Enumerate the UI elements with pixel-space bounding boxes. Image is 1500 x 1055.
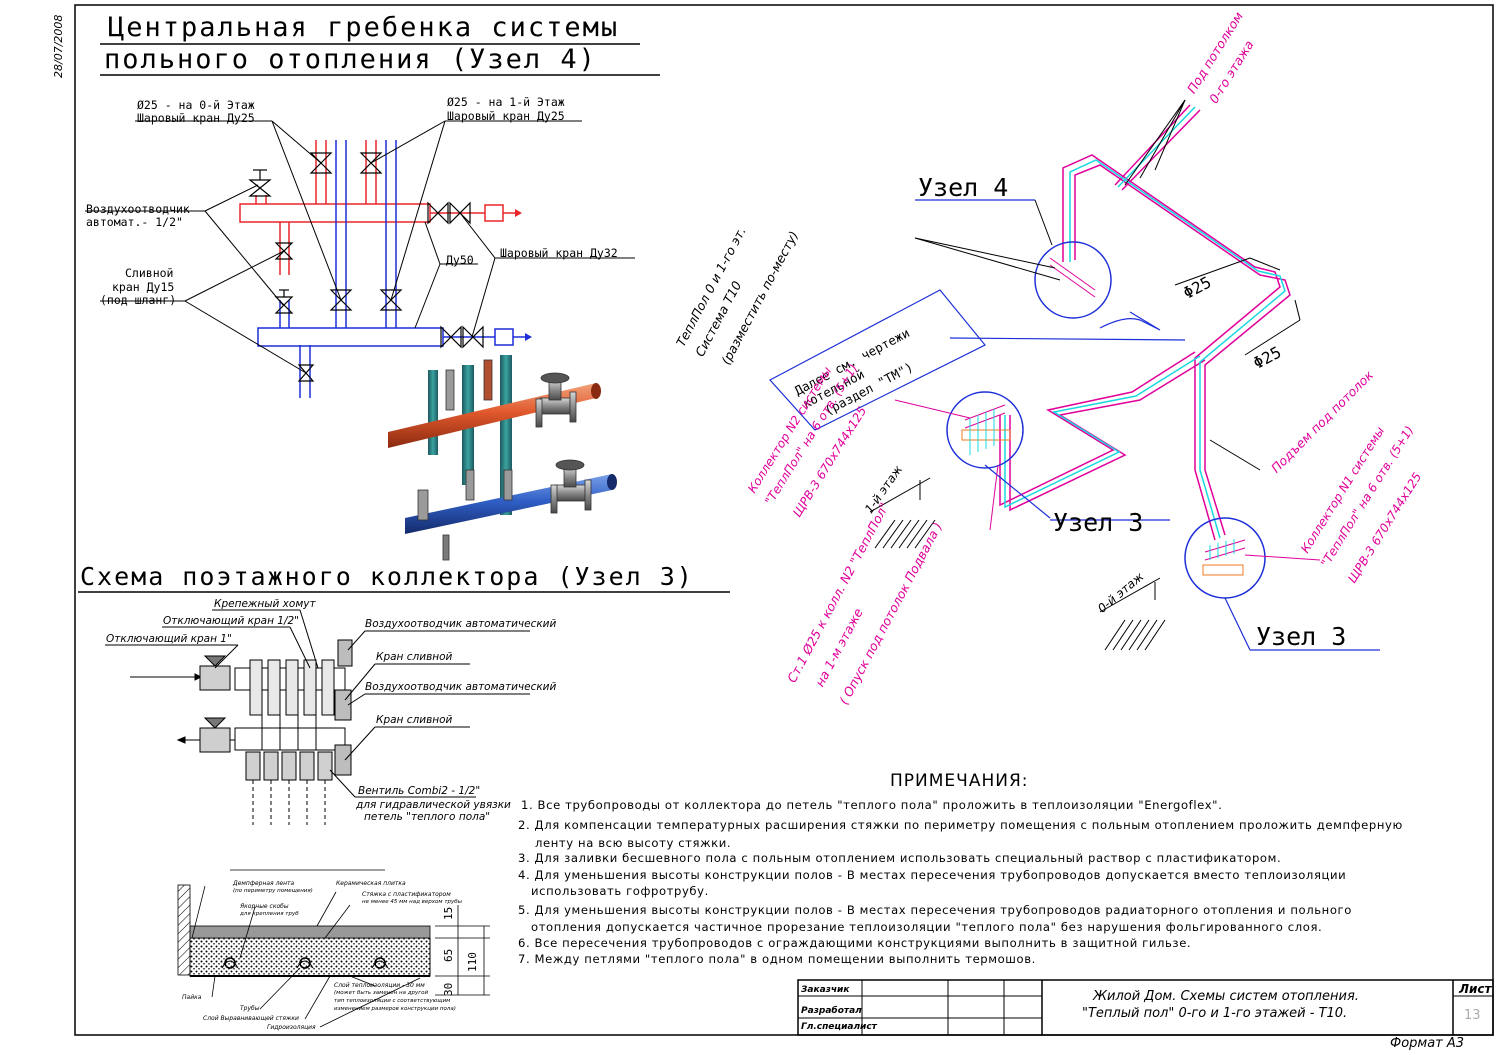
main-title-line1: Центральная гребенка системы [108, 12, 620, 43]
manifold-3d-render [388, 355, 617, 561]
label-pipes: Трубы [240, 1005, 260, 1012]
tb-developer: Разработал [801, 1006, 862, 1016]
label-du50: Ду50 [446, 253, 474, 267]
collector-scheme [105, 609, 530, 825]
label-damper: Демпферная лента [233, 880, 295, 887]
tb-format: Формат А3 [1390, 1036, 1465, 1051]
note-4a: 4. Для уменьшения высоты конструкции пол… [518, 868, 1347, 882]
label-ball-valve-25-a: Шаровый кран Ду25 [137, 111, 255, 125]
label-d25-floor0: Ø25 - на 0-й Этаж [137, 98, 255, 112]
note-7: 7. Между петлями "теплого пола" в одном … [518, 952, 1036, 966]
tb-title-line1: Жилой Дом. Схемы систем отопления. [1093, 989, 1359, 1004]
label-level: Слой Выравнивающей стяжки [203, 1015, 299, 1022]
note-3: 3. Для заливки бесшевного пола с польным… [518, 851, 1282, 865]
floor-section [177, 869, 490, 1028]
label-insul-sub2: тип теплоизоляции с соответствующим [334, 998, 451, 1004]
dim-65: 65 [442, 948, 455, 962]
note-6: 6. Все пересечения трубопроводов с ограж… [518, 936, 1192, 950]
tb-sheet-label: Лист [1459, 982, 1492, 996]
isometric-scheme [769, 99, 1380, 651]
label-screed: Стяжка с пластификатором [362, 891, 451, 898]
note-1: 1. Все трубопроводы от коллектора до пет… [521, 798, 1223, 812]
notes-heading: ПРИМЕЧАНИЯ: [890, 771, 1029, 791]
tb-sheet-number: 13 [1464, 1008, 1481, 1023]
note-4b: использовать гофротрубу. [531, 884, 709, 898]
node3a-label: Узел 3 [1053, 508, 1144, 537]
label-hydro: Гидроизоляция [267, 1024, 316, 1031]
label-foil: Пайка [182, 994, 202, 1001]
drawing-date: 28/07/2008 [52, 14, 65, 78]
label-ball-valve-32: Шаровый кран Ду32 [500, 246, 618, 260]
note-2b: ленту на всю высоту стяжки. [535, 836, 732, 850]
label-air-vent-2: автомат.- 1/2" [86, 215, 183, 229]
tb-chief: Гл.специалист [801, 1022, 877, 1032]
label-ball-valve-25-b: Шаровый кран Ду25 [447, 109, 565, 123]
dim-30: 30 [442, 982, 455, 996]
label-clamp: Крепежный хомут [214, 598, 316, 610]
tb-customer: Заказчик [801, 985, 850, 995]
node3b-label: Узел 3 [1256, 622, 1347, 651]
collector-title: Схема поэтажного коллектора (Узел 3) [80, 562, 694, 591]
manifold-schematic [85, 120, 635, 398]
label-insul-sub3: изменением размеров конструкции пола) [334, 1006, 456, 1012]
label-combi-3: петель "теплого пола" [364, 811, 491, 823]
label-screed-sub: не менее 45 мм над верхом трубы [362, 899, 463, 905]
label-air-vent-a: Воздухоотводчик автоматический [365, 618, 557, 630]
label-drain-b: Кран сливной [376, 714, 453, 726]
label-air-vent-1: Воздухоотводчик [86, 202, 190, 216]
label-shutoff-half: Отключающий кран 1/2" [163, 615, 299, 627]
label-d25-floor1: Ø25 - на 1-й Этаж [447, 95, 565, 109]
label-drain-2: кран Ду15 [112, 280, 175, 294]
title-block [797, 979, 1494, 1036]
dim-15: 15 [442, 906, 455, 920]
label-drain-a: Кран сливной [376, 651, 453, 663]
label-air-vent-b: Воздухоотводчик автоматический [365, 681, 557, 693]
label-insul-sub1: (может быть заменен на другой [334, 990, 429, 996]
label-insul: Слой теплоизоляции - 30 мм [334, 982, 425, 989]
label-anchors: Якорные скобы [240, 903, 289, 910]
main-title-line2: польного отопления (Узел 4) [104, 44, 597, 75]
label-drain-1: Сливной [125, 266, 174, 280]
label-tile: Керамическая плитка [336, 880, 406, 887]
note-2a: 2. Для компенсации температурных расшире… [518, 818, 1403, 832]
label-drain-3: (под шланг) [100, 293, 177, 307]
tb-title-line2: "Теплый пол" 0-го и 1-го этажей - Т10. [1082, 1006, 1348, 1021]
label-shutoff-one: Отключающий кран 1" [106, 633, 232, 645]
dim-110: 110 [466, 952, 479, 972]
label-anchors-sub: для крепления труб [240, 911, 299, 917]
note-5a: 5. Для уменьшения высоты конструкции пол… [518, 903, 1352, 917]
node4-label: Узел 4 [918, 173, 1009, 202]
label-combi-1: Вентиль Combi2 - 1/2" [358, 785, 481, 797]
note-5b: отопления допускается частичное прорезан… [531, 920, 1323, 934]
label-damper-sub: (по периметру помещения) [233, 888, 313, 894]
label-combi-2: для гидравлической увязки [356, 799, 511, 811]
